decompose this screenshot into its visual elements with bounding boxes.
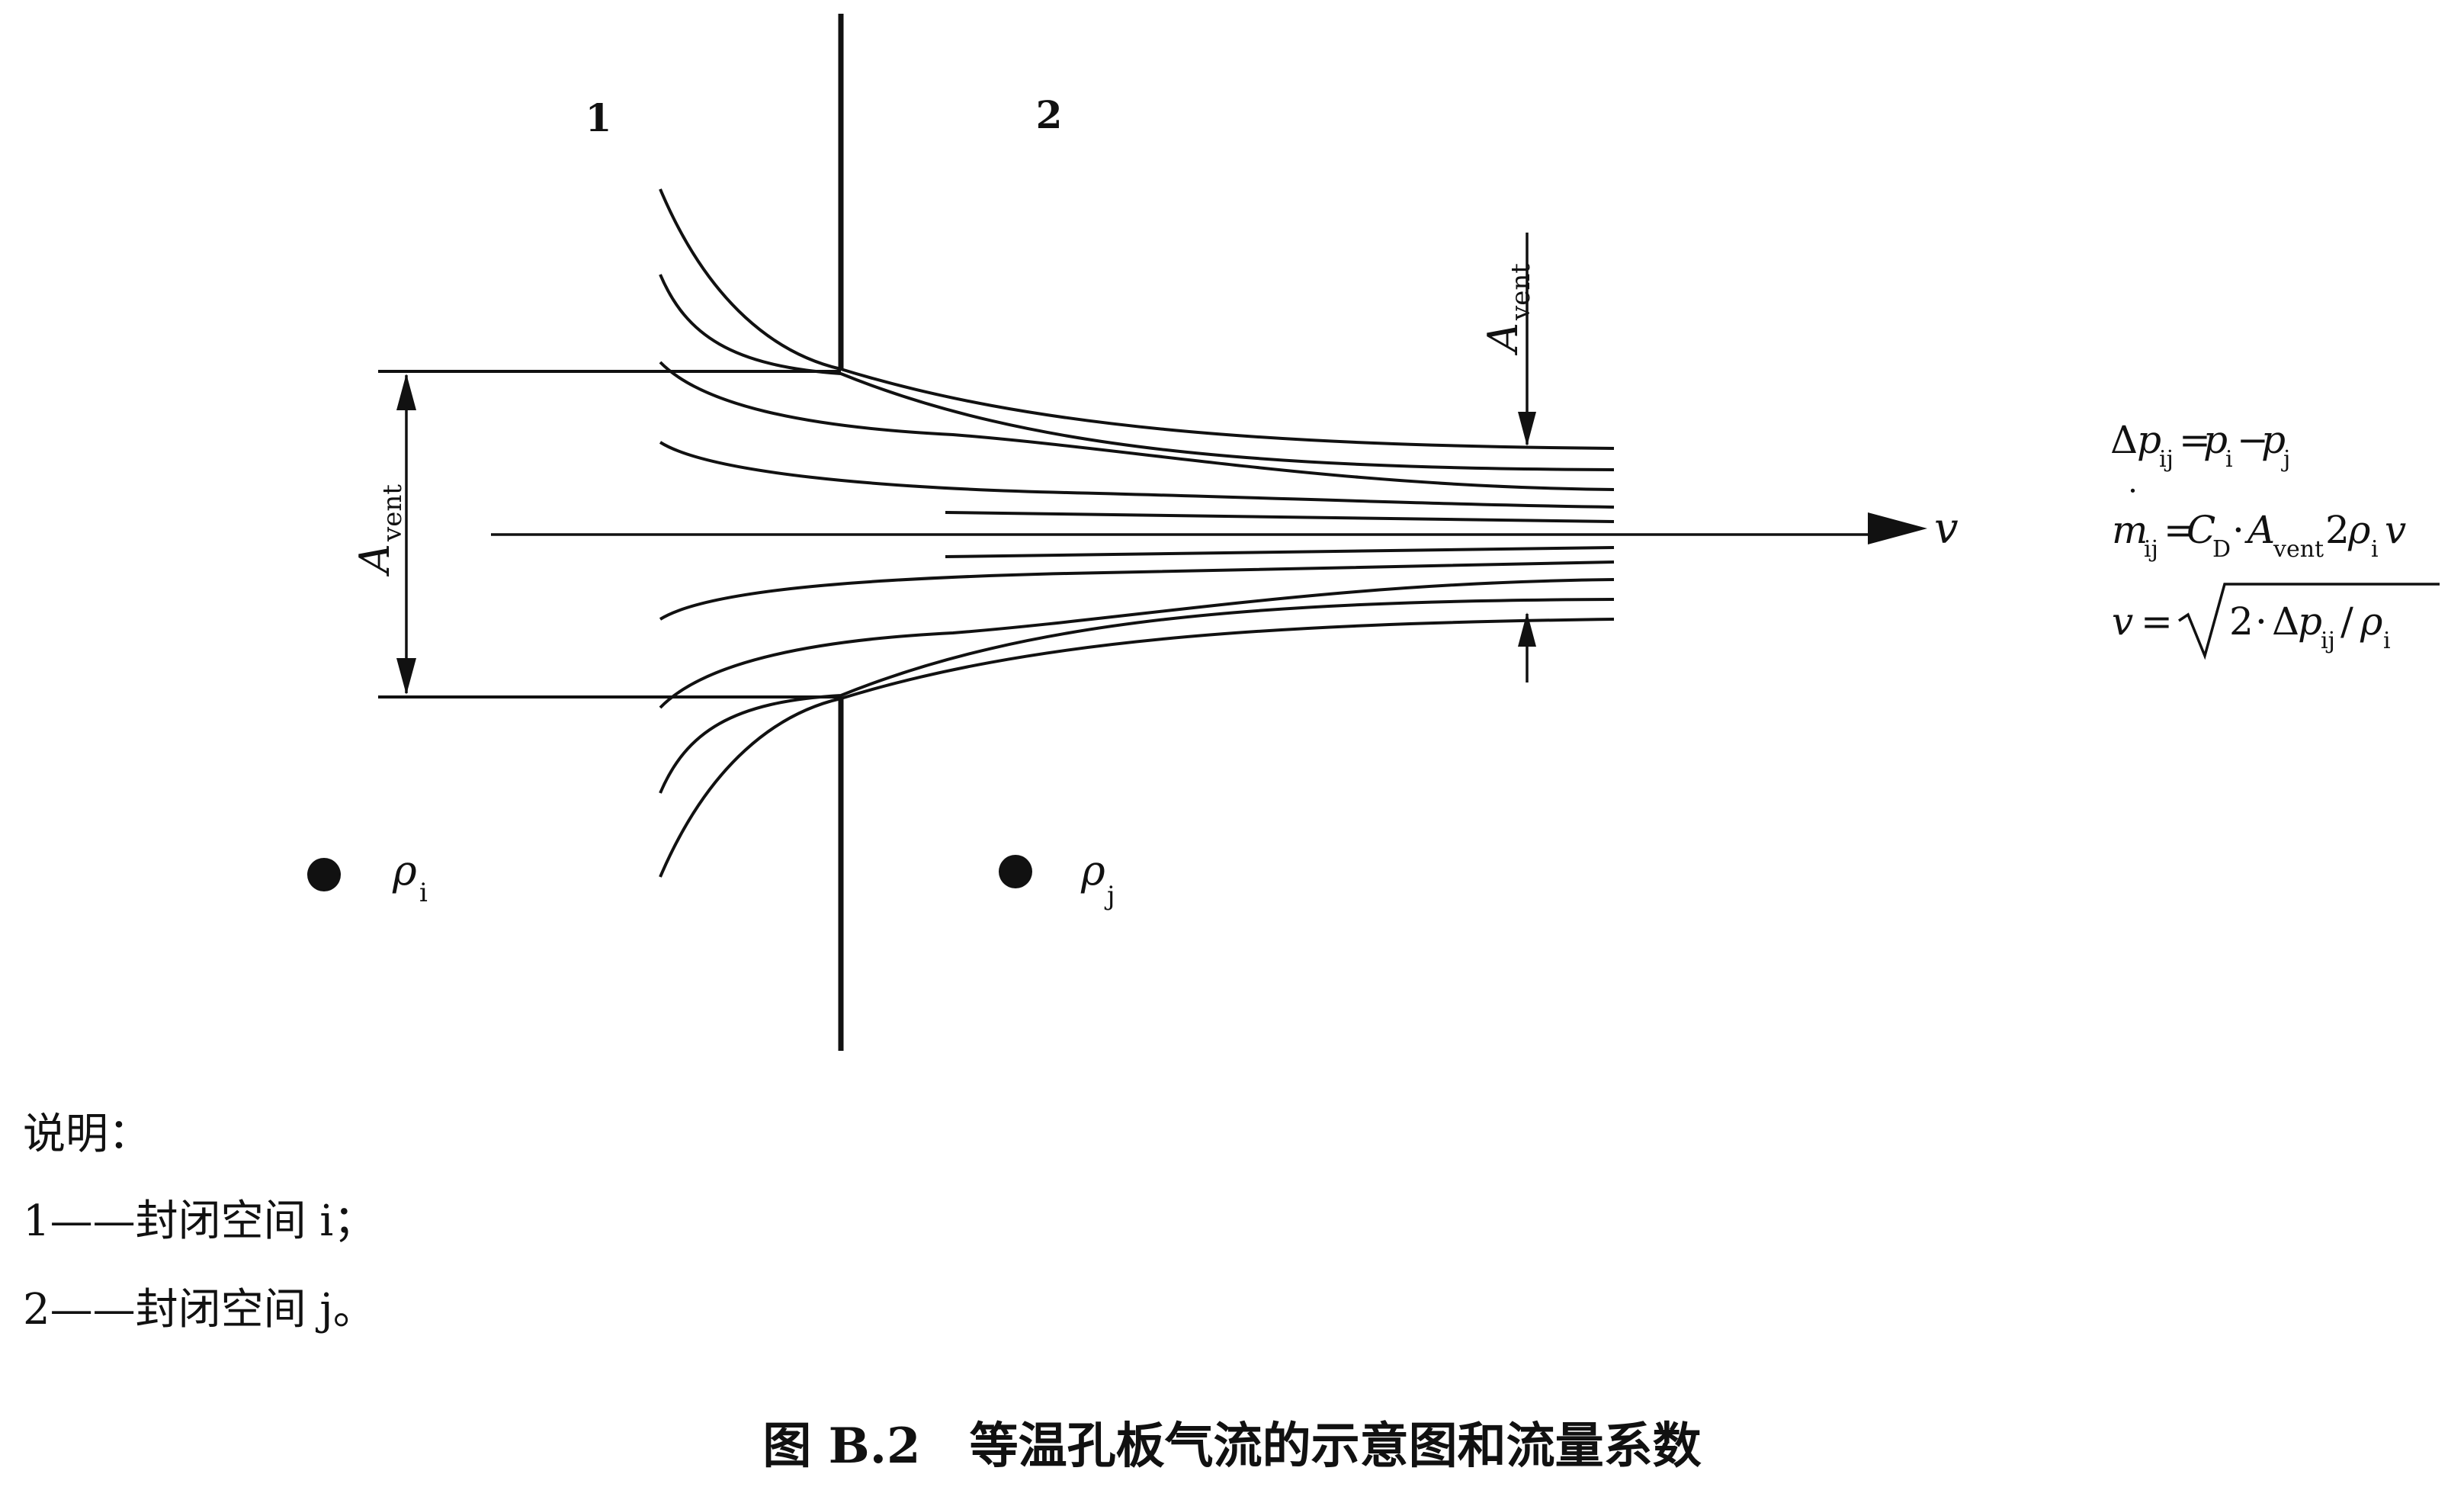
f1-minus: − (2237, 418, 2269, 462)
density-i-subscript: i (419, 878, 428, 908)
streamline-l4 (659, 560, 1615, 621)
f1-eq: = (2179, 418, 2211, 462)
f2-eq: = (2164, 508, 2196, 552)
density-i-symbol: ρ (392, 846, 417, 894)
velocity-arrow-head (1868, 512, 1927, 544)
f1-sub-ij: ij (2159, 446, 2174, 473)
f3-rho: ρ (2360, 599, 2383, 644)
f2-m: m (2112, 508, 2148, 552)
f1-p: p (2137, 418, 2161, 462)
region-2-label: 2 (1036, 92, 1063, 137)
vent-area-subscript-left: vent (377, 484, 408, 542)
vena-dimension-arrow-down (1518, 412, 1536, 446)
f1-sub-i: i (2225, 446, 2233, 473)
vent-area-subscript-right: vent (1506, 263, 1536, 321)
vena-dimension-arrow-up (1518, 612, 1536, 647)
formula-pressure-difference: Δ p ij = p i − p j (2110, 418, 2290, 473)
f2-sub-i: i (2371, 536, 2379, 563)
legend-item-1: 1——封闭空间 i； (23, 1196, 376, 1246)
f2-rho: ρ (2347, 508, 2371, 552)
f2-C: C (2186, 508, 2215, 552)
f1-delta: Δ (2110, 418, 2138, 462)
vent-area-symbol-left: A (351, 544, 399, 577)
density-j-dot (999, 855, 1032, 888)
density-j-symbol: ρ (1080, 846, 1105, 894)
sqrt-sign-icon (2178, 583, 2440, 660)
f2-v: v (2385, 508, 2406, 552)
f3-delta: Δ (2272, 599, 2299, 644)
f2-cdot: · (2232, 508, 2244, 552)
density-i-dot (307, 858, 341, 891)
vent-area-label-right: A vent (1479, 263, 1536, 356)
streamline-l3 (659, 578, 1615, 709)
f1-p-j: p (2261, 418, 2286, 462)
vent-area-symbol-right: A (1479, 323, 1527, 356)
f3-cdot: · (2255, 599, 2267, 644)
formula-velocity: v = 2 · Δ p ij / ρ i (2112, 583, 2440, 660)
f3-v: v (2112, 599, 2133, 644)
f2-A: A (2244, 508, 2275, 552)
velocity-symbol: v (1934, 504, 1959, 554)
streamline-u2 (659, 274, 1615, 471)
f3-sub-i: i (2383, 628, 2391, 654)
density-j-subscript: j (1104, 881, 1115, 911)
f3-two: 2 (2229, 599, 2254, 644)
f1-p-i: p (2203, 418, 2228, 462)
streamline-u3 (659, 361, 1615, 491)
streamline-l5 (945, 546, 1615, 558)
f3-eq: = (2141, 599, 2173, 644)
f2-sub-vent: vent (2273, 536, 2324, 563)
legend-item-2: 2——封闭空间 j。 (23, 1285, 376, 1334)
region-1-label: 1 (586, 95, 612, 140)
f1-sub-j: j (2281, 446, 2290, 473)
vent-dimension-left-arrow-up (396, 374, 416, 410)
f3-sub-ij: ij (2321, 628, 2335, 654)
formula-mass-flow: m ˙ ij = C D · A vent 2 ρ i v (2112, 483, 2406, 563)
f2-sub-D: D (2212, 536, 2231, 563)
f2-two: 2 (2325, 508, 2350, 552)
streamline-u5 (945, 511, 1615, 523)
streamline-l2 (659, 598, 1615, 794)
f3-p: p (2298, 599, 2322, 644)
legend-heading: 说明： (23, 1110, 151, 1159)
f2-dot: ˙ (2124, 483, 2142, 524)
streamline-l1 (659, 618, 1615, 878)
vent-area-label-left: A vent (351, 484, 408, 577)
streamline-u1 (659, 188, 1615, 450)
figure-caption: 图 B.2 等温孔板气流的示意图和流量系数 (762, 1418, 1701, 1475)
f3-slash: / (2340, 599, 2353, 644)
streamlines (659, 188, 1615, 878)
vent-dimension-left-arrow-down (396, 658, 416, 695)
streamline-u4 (659, 441, 1615, 509)
f2-sub-ij: ij (2144, 536, 2158, 563)
